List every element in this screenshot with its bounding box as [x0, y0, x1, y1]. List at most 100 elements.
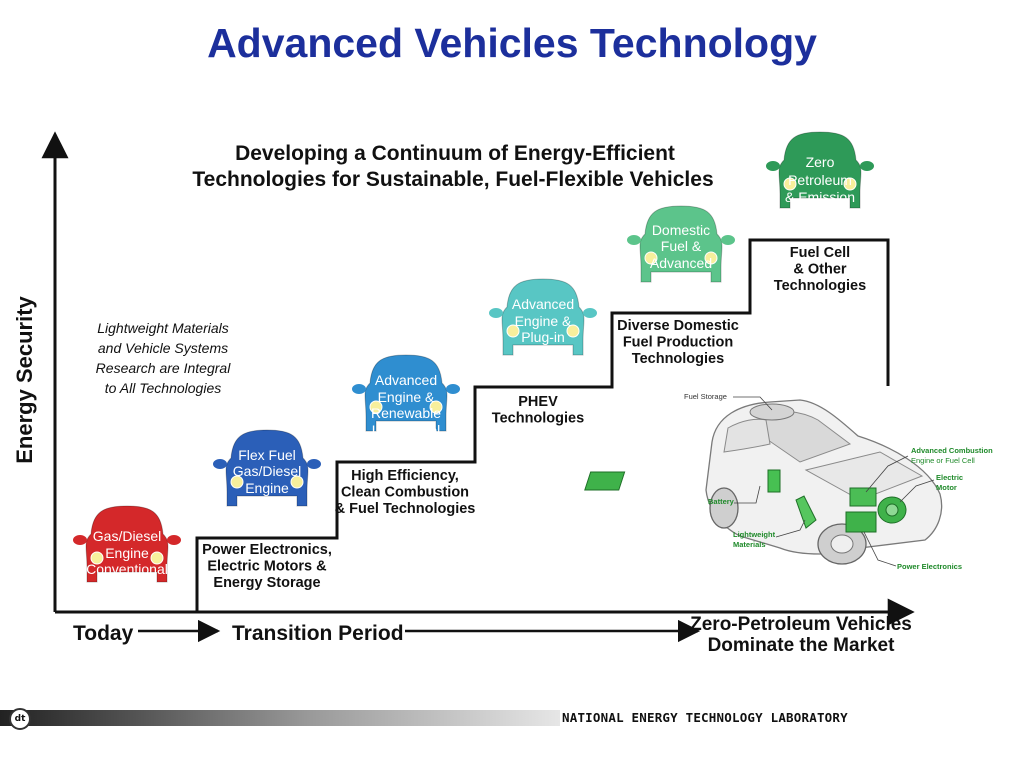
- vehicle-label-line: Engine &: [378, 389, 435, 405]
- car-mirror: [583, 308, 597, 318]
- diagram-heading-line2: Technologies for Sustainable, Fuel-Flexi…: [192, 168, 713, 191]
- note-line: to All Technologies: [105, 380, 221, 396]
- battery-pack: [584, 471, 626, 491]
- vehicle-label-line: Renewable: [371, 405, 441, 421]
- car-mirror: [446, 384, 460, 394]
- step-label-line: Power Electronics,: [202, 542, 332, 558]
- page-title: Advanced Vehicles Technology: [207, 20, 817, 66]
- diagram-heading-line1: Developing a Continuum of Energy-Efficie…: [235, 142, 675, 165]
- vehicle-label-line: Plug-in: [521, 329, 565, 345]
- label-electric-motor-2: Motor: [936, 483, 957, 492]
- label-engine-or-fuel-cell: Engine or Fuel Cell: [911, 456, 975, 465]
- x-label-today: Today: [73, 622, 134, 645]
- footer-gradient-bar: [0, 710, 560, 726]
- step-label-line: PHEV: [518, 394, 558, 410]
- note-line: Lightweight Materials: [97, 320, 229, 336]
- car-headlight: [843, 177, 857, 191]
- car-headlight: [783, 177, 797, 191]
- vehicle-label-line: Domestic: [652, 222, 710, 238]
- stair-steps: [195, 238, 890, 612]
- step-label-line: Diverse Domestic: [617, 318, 739, 334]
- car-headlight: [429, 400, 443, 414]
- vehicle-label-line: Petroleum: [788, 172, 852, 188]
- vehicle-label-line: Advanced: [512, 296, 574, 312]
- note-line: Research are Integral: [96, 360, 232, 376]
- label-lightweight-2: Materials: [733, 540, 766, 549]
- vehicle-label-line: Gas/Diesel: [233, 463, 301, 479]
- car-body: [639, 205, 723, 283]
- vehicle-label-line: Liquid Fuel: [372, 422, 441, 438]
- car-headlight: [369, 400, 383, 414]
- y-axis-label: Energy Security: [12, 295, 37, 463]
- car-mirror: [352, 384, 366, 394]
- vehicle-label-line: Hybrid: [247, 497, 287, 513]
- vehicle-label-line: Hybrid: [523, 346, 563, 362]
- label-battery: Battery: [708, 497, 735, 506]
- car-mirror: [167, 535, 181, 545]
- car-body: [778, 131, 862, 209]
- vehicle-label-line: Engine: [105, 545, 149, 561]
- vehicle-label-line: & Emission: [785, 189, 855, 205]
- x-label-end-line1: Zero-Petroleum Vehicles: [690, 614, 912, 635]
- car-mirror: [213, 459, 227, 469]
- vehicle-label-line: Fuel &: [661, 238, 702, 254]
- power-electronics-box: [845, 511, 877, 533]
- step-label-line: & Other: [793, 262, 847, 278]
- car-mirror: [627, 235, 641, 245]
- car-mirror: [766, 161, 780, 171]
- lightweight-frame: [795, 495, 817, 529]
- label-electric-motor-1: Electric: [936, 473, 963, 482]
- engine-block: [849, 487, 877, 507]
- step-label-line: Technologies: [774, 278, 866, 294]
- label-power-electronics: Power Electronics: [897, 562, 962, 571]
- car-headlight: [506, 324, 520, 338]
- vehicle-label-line: Engine &: [515, 313, 572, 329]
- step-label-line: High Efficiency,: [351, 468, 459, 484]
- car-mirror: [307, 459, 321, 469]
- vehicle-label-line: Engine: [245, 480, 289, 496]
- car-headlight: [644, 251, 658, 265]
- step-label-line: Energy Storage: [213, 575, 320, 591]
- step-label-line: Technologies: [632, 351, 724, 367]
- car-cutaway-illustration: Fuel Storage Advanced Combustion Engine …: [584, 386, 998, 582]
- car-headlight: [150, 551, 164, 565]
- cutaway-rear-wheel: [709, 487, 739, 529]
- note-line: and Vehicle Systems: [98, 340, 228, 356]
- car-body: [364, 354, 448, 432]
- x-label-end-line2: Dominate the Market: [708, 635, 896, 656]
- label-advanced-combustion: Advanced Combustion: [911, 446, 993, 455]
- vehicle-label-line: Hybrid: [661, 271, 701, 287]
- car-headlight: [90, 551, 104, 565]
- step-label-line: & Fuel Technologies: [335, 501, 476, 517]
- car-headlight: [230, 475, 244, 489]
- car-body: [225, 429, 309, 507]
- step-label-line: Electric Motors &: [207, 559, 327, 575]
- vehicle-label-line: Advanced: [375, 372, 437, 388]
- step-label-line: Fuel Production: [623, 335, 733, 351]
- netl-logo-icon: dt: [9, 708, 31, 730]
- car-headlight: [704, 251, 718, 265]
- label-lightweight-1: Lightweight: [733, 530, 776, 539]
- car-headlight: [566, 324, 580, 338]
- vehicle-label-line: Gas/Diesel: [93, 528, 161, 544]
- car-headlight: [290, 475, 304, 489]
- vehicle-label-line: Zero: [806, 154, 835, 170]
- vehicle-label-line: Conventional: [86, 561, 168, 577]
- label-fuel-storage: Fuel Storage: [684, 392, 727, 401]
- vehicle-label-line: Advanced: [650, 255, 712, 271]
- step-label-line: Fuel Cell: [790, 245, 850, 261]
- car-body: [501, 278, 585, 356]
- car-mirror: [721, 235, 735, 245]
- step-label-line: Technologies: [492, 411, 584, 427]
- materials-note: Lightweight Materials and Vehicle System…: [96, 320, 232, 396]
- vehicle-label-line: Flex Fuel: [238, 447, 296, 463]
- energy-continuum-diagram: Energy Security Developing a Continuum o…: [12, 131, 998, 656]
- x-label-transition: Transition Period: [232, 622, 404, 645]
